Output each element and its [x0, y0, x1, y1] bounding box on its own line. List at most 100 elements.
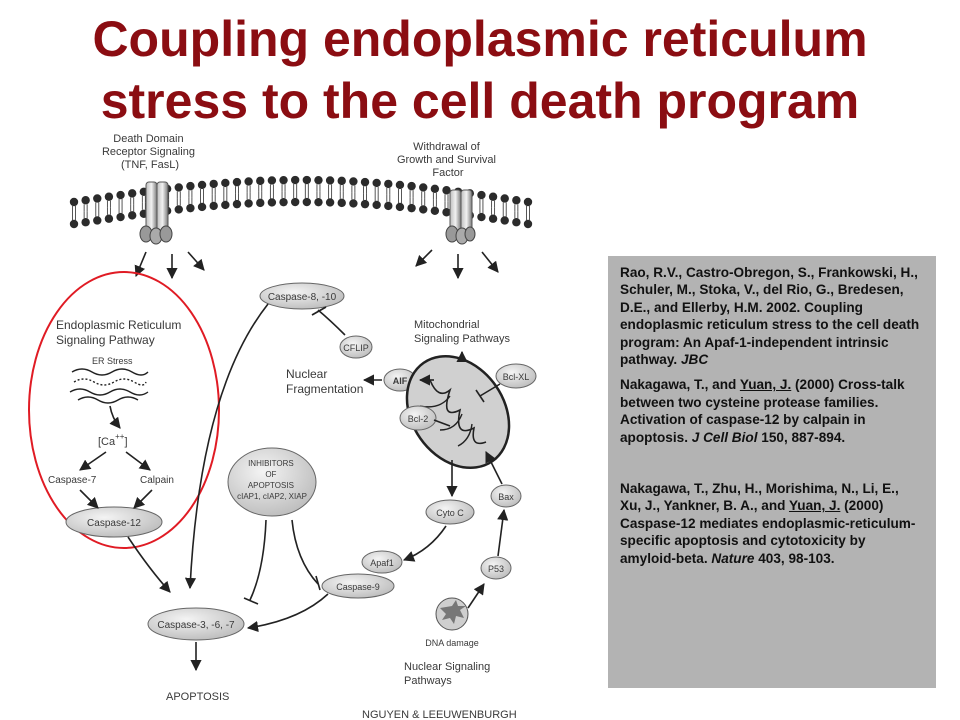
lipid-head — [267, 176, 277, 185]
lipid-head — [279, 175, 288, 185]
lipid-head — [267, 198, 277, 207]
lipid-head — [104, 214, 114, 223]
lipid-tail — [502, 209, 507, 217]
lipid-tail — [409, 197, 414, 205]
lipid-head — [395, 180, 405, 190]
lipid-tail — [397, 195, 402, 203]
lipid-tail — [328, 184, 333, 192]
inhibit-bcl-lines — [433, 383, 501, 427]
node-caspase-8: Caspase-8, -10 — [259, 282, 345, 310]
lipid-tail — [188, 190, 193, 198]
label-dna-damage: DNA damage — [425, 638, 479, 648]
lipid-head — [221, 178, 230, 188]
label-er-stress: ER Stress — [92, 356, 133, 366]
lipid-head — [384, 201, 393, 211]
lipid-tail — [432, 199, 437, 207]
lipid-tail — [421, 191, 426, 199]
lipid-head — [523, 219, 533, 229]
lipid-tail — [176, 191, 181, 199]
label-calpain: Calpain — [140, 475, 174, 486]
lipid-tail — [444, 194, 449, 202]
lipid-head — [407, 203, 416, 213]
label-caspase-7: Caspase-7 — [48, 475, 97, 486]
lipid-head — [244, 199, 253, 208]
svg-text:Caspase-8, -10: Caspase-8, -10 — [268, 292, 337, 303]
lipid-head — [337, 176, 346, 186]
lipid-tail — [258, 184, 263, 192]
lipid-head — [314, 197, 323, 207]
lipid-head — [232, 199, 242, 209]
node-inhibitors-of-apoptosis: INHIBITORS OF APOPTOSIS cIAP1, cIAP2, XI… — [227, 447, 317, 517]
lipid-head — [290, 175, 300, 185]
lipid-tail — [223, 186, 228, 194]
svg-text:Apaf1: Apaf1 — [370, 558, 394, 568]
lipid-tail — [106, 207, 111, 215]
growth-receptor-icon — [445, 189, 476, 245]
lipid-head — [256, 198, 265, 208]
author-link-yuan-2[interactable]: Yuan, J. — [788, 498, 841, 514]
lipid-head — [232, 177, 242, 187]
lipid-head — [128, 211, 137, 220]
lipid-tail — [200, 195, 205, 203]
lipid-head — [372, 200, 381, 210]
death-receptor-icon — [139, 181, 173, 245]
node-cflip: CFLIP — [339, 335, 373, 359]
lipid-tail — [246, 185, 251, 193]
lipid-head — [419, 183, 428, 192]
lipid-tail — [339, 184, 344, 192]
label-withdrawal: Withdrawal of Growth and Survival Factor — [397, 141, 499, 179]
node-bax: Bax — [490, 484, 522, 508]
lipid-tail — [293, 184, 298, 192]
lipid-head — [302, 197, 312, 207]
lipid-tail — [83, 211, 88, 219]
lipid-tail — [269, 191, 274, 199]
arrow-caspase9-to-caspase3 — [246, 593, 329, 632]
lipid-tail — [526, 206, 530, 213]
lipid-tail — [246, 192, 251, 200]
lipid-head — [477, 212, 486, 222]
lipid-tail — [106, 200, 111, 208]
lipid-head — [197, 202, 207, 212]
label-er-pathway: Endoplasmic Reticulum Signaling Pathway — [56, 318, 185, 347]
node-cyto-c: Cyto C — [425, 499, 475, 525]
lipid-tail — [72, 213, 76, 220]
lipid-tail — [118, 206, 123, 214]
lipid-head — [174, 205, 183, 214]
lipid-head — [197, 180, 207, 190]
dna-damage-icon — [435, 597, 469, 631]
lipid-tail — [374, 193, 379, 201]
lipid-head — [209, 201, 218, 211]
lipid-head — [116, 190, 125, 200]
lipid-tail — [514, 211, 519, 219]
lipid-tail — [351, 192, 356, 200]
label-calcium: [Ca++] — [98, 432, 128, 448]
lipid-head — [325, 176, 335, 185]
lipid-tail — [514, 204, 519, 212]
svg-text:Cyto C: Cyto C — [436, 508, 464, 518]
lipid-tail — [118, 199, 123, 207]
er-pathway-arrows — [79, 405, 171, 593]
lipid-tail — [339, 191, 344, 199]
svg-text:Bcl-XL: Bcl-XL — [503, 372, 530, 382]
lipid-head — [186, 181, 195, 191]
lipid-tail — [316, 191, 321, 199]
node-p53: P53 — [480, 556, 512, 580]
lipid-head — [488, 192, 498, 201]
svg-text:CFLIP: CFLIP — [343, 343, 369, 353]
title-line-2: stress to the cell death program — [100, 73, 860, 129]
label-mito-pathways: Mitochondrial Signaling Pathways — [414, 319, 511, 345]
lipid-head — [477, 190, 486, 200]
er-pathway-highlight — [28, 271, 220, 549]
lipid-tail — [258, 191, 263, 199]
lipid-head — [256, 176, 265, 186]
lipid-head — [174, 183, 183, 192]
lipid-head — [279, 197, 288, 207]
lipid-head — [116, 212, 125, 222]
lipid-tail — [363, 193, 367, 201]
lipid-tail — [526, 213, 530, 220]
lipid-tail — [281, 184, 286, 192]
lipid-tail — [479, 199, 484, 207]
author-link-yuan[interactable]: Yuan, J. — [739, 377, 792, 393]
reference-2: Nakagawa, T., and Yuan, J. (2000) Cross-… — [620, 377, 905, 445]
receptor-output-arrows — [134, 249, 499, 280]
